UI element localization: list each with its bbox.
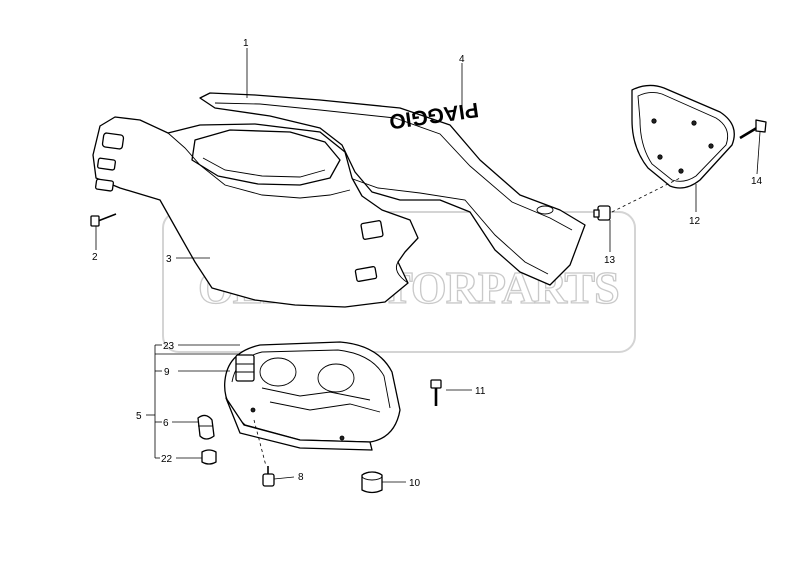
callout-6: 6 (163, 418, 169, 429)
callout-9: 9 (164, 367, 170, 378)
cover-plate[interactable] (631, 84, 735, 189)
plate-screw[interactable] (739, 119, 767, 140)
rear-handlebar-cover[interactable] (199, 92, 586, 286)
callout-12: 12 (689, 216, 701, 227)
callout-1: 1 (243, 38, 249, 49)
callout-14: 14 (751, 176, 763, 187)
callout-23: 23 (163, 341, 175, 352)
leader-lines (95, 48, 761, 483)
callout-10: 10 (409, 478, 421, 489)
callout-8: 8 (298, 472, 304, 483)
callout-5: 5 (136, 411, 142, 422)
callout-13: 13 (604, 255, 616, 266)
bulb[interactable] (197, 414, 215, 440)
callout-11: 11 (475, 386, 486, 397)
small-screw[interactable] (90, 213, 117, 227)
fastener[interactable] (262, 466, 275, 487)
callout-22: 22 (161, 454, 173, 465)
front-handlebar-cover[interactable] (92, 116, 419, 308)
bolt[interactable] (430, 379, 442, 406)
brand-label: PIAGGIO (388, 98, 480, 133)
bulb-socket[interactable] (201, 449, 217, 465)
cap[interactable] (361, 471, 383, 494)
callout-4: 4 (459, 54, 465, 65)
callout-2: 2 (92, 252, 98, 263)
callout-3: 3 (166, 254, 172, 265)
grommet[interactable] (593, 205, 611, 221)
callouts: 1 4 3 2 12 13 14 23 9 5 6 22 11 8 10 (92, 38, 763, 489)
instrument-cluster[interactable] (224, 341, 401, 467)
